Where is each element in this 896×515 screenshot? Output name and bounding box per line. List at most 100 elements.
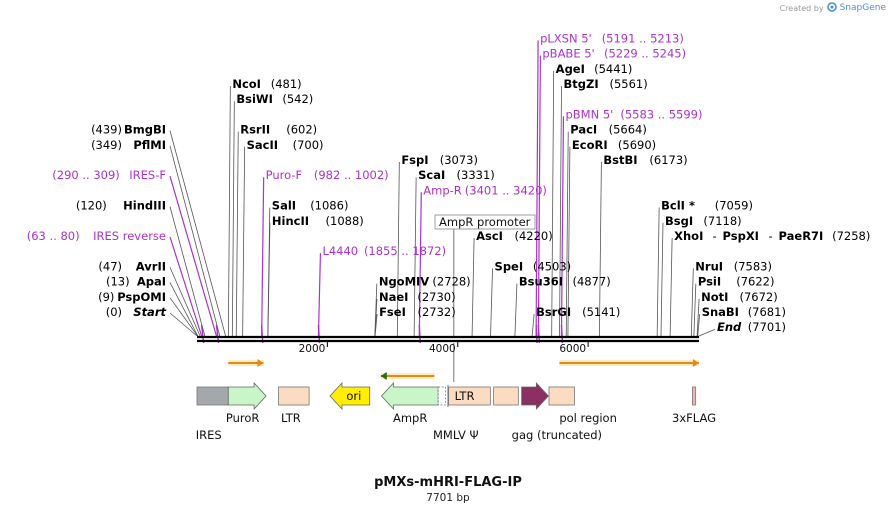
feature-puror [227,381,267,411]
site-paci-label: PacI [570,123,597,137]
site-ecori-leader [567,146,571,337]
site-paer7i-label: PaeR7I [779,229,824,243]
feature-gag-truncated [521,381,549,411]
site-nrui-coord: (7583) [734,259,772,273]
feature-ampr-label: AmpR [393,411,427,425]
site-pbabe-5-leader [537,55,541,337]
backbone [197,335,699,343]
feature-3xflag-label: 3xFLAG [672,411,716,425]
ruler-tick-label: 2000 [299,343,326,355]
site-avrii-coord: (47) [98,259,122,273]
site-ires-reverse-label: IRES reverse [93,229,166,243]
site-l4440-coord: (1855 .. 1872) [364,244,446,258]
site-ncoi-label: NcoI [232,77,261,91]
site-nrui-label: NruI [695,259,723,273]
site-pspomi-leader [169,297,198,337]
site-ires-f-leader [169,176,218,337]
site-spei-leader [490,268,493,337]
site-agei-label: AgeI [556,62,585,76]
site-bmgbi-label: BmgBI [124,123,166,137]
site-ires-f-coord: (290 .. 309) [52,168,120,182]
site-ncoi-leader [227,85,231,337]
site-xhoi-coord: (7258) [832,229,870,243]
site-bsrgi-label: BsrGI [536,305,571,319]
site-bsiwi-coord: (542) [282,92,313,106]
site-fsei-leader [374,313,378,337]
ruler-tick-label: 4000 [429,343,456,355]
orf-arrowhead [380,372,387,380]
map-title-block: pMXs-mHRI-FLAG-IP 7701 bp [0,475,896,504]
site-sacii-label: SacII [247,138,278,152]
site-pbmn-5-coord: (5583 .. 5599) [620,107,702,121]
site-pbmn-5-label: pBMN 5' [565,107,613,121]
site-bstbi-leader [598,161,602,337]
site-bstbi-label: BstBI [603,153,637,167]
site-apai-leader [169,282,199,337]
site-agei-coord: (5441) [594,62,632,76]
site-bcli-leader [656,207,660,337]
feature-ori [329,381,371,411]
site-ngomiv-coord: (2728) [432,275,470,289]
site-bsu36i-leader [514,283,518,337]
site-bsgi-coord: (7118) [703,214,741,228]
plasmid-name: pMXs-mHRI-FLAG-IP [374,475,522,490]
site-l4440-leader [317,253,322,337]
site-bstbi-coord: (6173) [649,153,687,167]
site-bcli-coord: (7059) [715,199,753,213]
site-asci-coord: (4220) [514,229,552,243]
site-end-leader [698,328,716,337]
ampr-promoter-label: AmpR promoter [439,215,531,229]
site-hincii-label: HincII [272,214,309,228]
site-rsrii-coord: (602) [286,123,317,137]
site-bsu36i-coord: (4877) [573,275,611,289]
site-pflmi-label: PflMI [133,138,166,152]
site-bmgbi-coord: (439) [91,123,122,137]
site-ires-f-label: IRES-F [129,168,166,182]
site-psii-leader [693,283,697,337]
site-start-leader [169,312,198,337]
site-ngomiv-label: NgoMIV [379,275,429,289]
site-ncoi-coord: (481) [271,77,302,91]
site-scai-label: ScaI [418,168,445,182]
site-sacii-leader [242,146,246,337]
site-pspxi-label: PspXI [723,229,759,243]
feature-ires [196,386,229,406]
site-amp-r-label: Amp-R [423,183,462,197]
site-pbabe-5-coord: (5229 .. 5245) [604,47,686,61]
site-bsu36i-label: Bsu36I [519,275,563,289]
site-avrii-leader [169,267,201,337]
feature-3xflag [692,386,697,406]
site-rsrii-label: RsrII [240,123,270,137]
site-apai-coord: (13) [106,275,130,289]
site-agei-leader [551,70,555,337]
site-amp-r-coord: (3401 .. 3420) [465,183,547,197]
feature-ltr [448,386,491,406]
site-btgzi-label: BtgZI [564,77,599,91]
feature-ampr-promoter-feature [437,386,446,406]
site-fspi-leader [396,161,400,337]
site-hincii-coord: (1088) [326,214,364,228]
site-bsrgi-coord: (5141) [582,305,620,319]
site-start-coord: (0) [106,305,122,319]
orf-tracks [228,359,699,380]
site-btgzi-leader [559,85,562,337]
site-fspi-label: FspI [401,153,428,167]
site-avrii-label: AvrII [136,259,166,273]
site-paci-leader [565,131,569,337]
site-scai-coord: (3331) [457,168,495,182]
feature-ltr-label: LTR [455,389,475,403]
plasmid-size: 7701 bp [426,492,470,504]
site-xhoi-separator: - [769,229,773,243]
site-rsrii-leader [235,131,239,337]
orf-arrowhead [692,359,699,367]
site-psii-label: PsiI [698,275,721,289]
site-xhoi-separator: - [713,229,717,243]
site-naei-coord: (2730) [417,290,455,304]
ampr-promoter-box [434,214,536,230]
site-hindiii-label: HindIII [123,199,166,213]
site-btgzi-coord: (5561) [610,77,648,91]
site-plxsn-5-leader [535,40,539,337]
site-bcli-label: BclI * [661,199,695,213]
site-pflmi-leader [169,145,221,337]
site-start-label: Start [133,305,166,319]
